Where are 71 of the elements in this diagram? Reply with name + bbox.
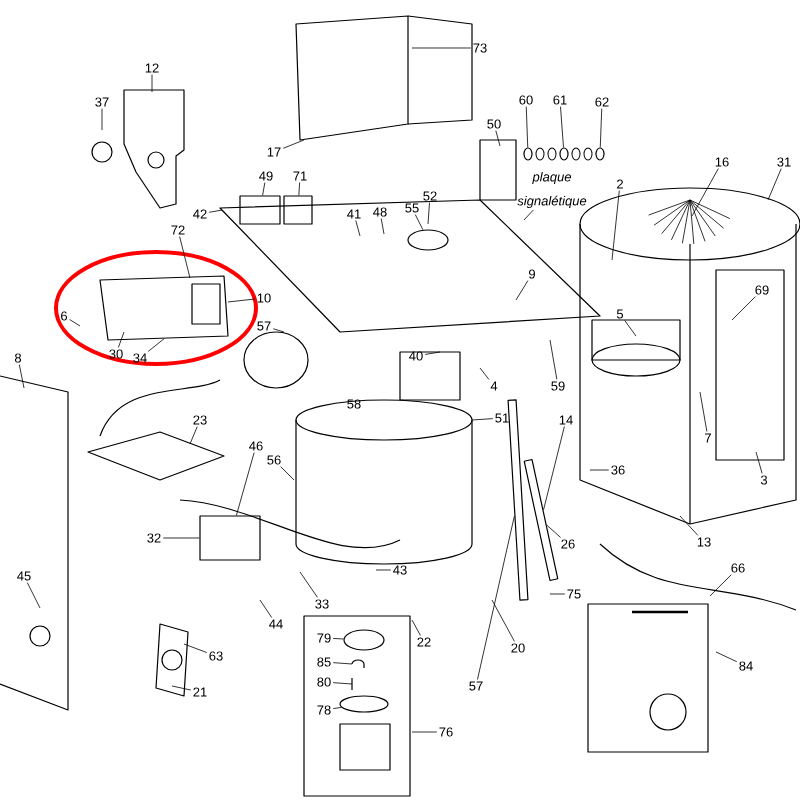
- leader-line: [477, 515, 515, 680]
- leader-line: [755, 451, 763, 474]
- leader-line: [411, 619, 421, 636]
- leader-line: [262, 182, 266, 196]
- leader-line: [208, 209, 223, 213]
- leader-line: [147, 338, 165, 352]
- leader-line: [549, 339, 558, 380]
- leader-line: [691, 168, 719, 217]
- leader-line: [589, 469, 610, 471]
- leader-line: [611, 190, 620, 261]
- leader-line: [411, 731, 438, 733]
- leader-line: [411, 47, 472, 49]
- leader-line: [699, 391, 708, 432]
- leader-line: [560, 106, 564, 148]
- leader-line: [515, 280, 529, 301]
- leader-line: [179, 236, 191, 279]
- leader-line: [183, 643, 208, 653]
- leader-line: [26, 582, 41, 609]
- leader-line: [332, 707, 342, 709]
- leader-line: [118, 331, 125, 348]
- component-box: [199, 515, 261, 561]
- leader-line: [162, 537, 200, 539]
- leader-line: [543, 426, 565, 511]
- leader-line: [332, 638, 344, 640]
- leader-line: [471, 418, 494, 421]
- leader-line: [624, 320, 637, 337]
- leader-line: [495, 130, 501, 147]
- component-box: [239, 195, 281, 225]
- leader-line: [491, 599, 515, 642]
- leader-line: [69, 319, 81, 327]
- leader-line: [731, 296, 756, 321]
- leader-line: [332, 662, 353, 665]
- leader-line: [380, 218, 385, 235]
- round-part: [523, 147, 533, 161]
- leader-line: [151, 74, 153, 93]
- leader-line: [272, 328, 285, 333]
- leader-line: [549, 593, 566, 595]
- component-box: [283, 195, 313, 225]
- leader-line: [375, 569, 392, 571]
- leader-line: [679, 515, 699, 536]
- leader-line: [227, 298, 256, 303]
- leader-line: [280, 466, 295, 481]
- round-part: [595, 147, 605, 161]
- leader-line: [546, 524, 561, 538]
- leader-line: [259, 599, 273, 618]
- leader-line: [767, 168, 782, 201]
- leader-line: [171, 685, 192, 691]
- round-part: [407, 229, 449, 251]
- leader-line: [332, 682, 353, 685]
- leader-line: [298, 182, 300, 196]
- leader-line: [236, 452, 255, 516]
- leader-line: [101, 108, 103, 131]
- round-part: [343, 629, 385, 651]
- leader-line: [427, 202, 430, 225]
- leader-line: [424, 351, 441, 355]
- round-part: [339, 695, 389, 713]
- rod: [523, 458, 559, 582]
- leader-line: [479, 367, 490, 380]
- rod: [507, 399, 529, 601]
- leader-line: [525, 106, 529, 148]
- round-part: [559, 147, 569, 161]
- leader-line: [189, 426, 198, 445]
- leader-line: [715, 651, 738, 663]
- leader-line: [523, 209, 534, 221]
- leader-line: [599, 108, 603, 148]
- leader-line: [414, 214, 424, 231]
- leader-line: [355, 220, 361, 237]
- leader-line: [299, 571, 318, 598]
- leader-line: [709, 574, 732, 597]
- leader-line: [282, 139, 305, 149]
- leader-line: [18, 364, 25, 389]
